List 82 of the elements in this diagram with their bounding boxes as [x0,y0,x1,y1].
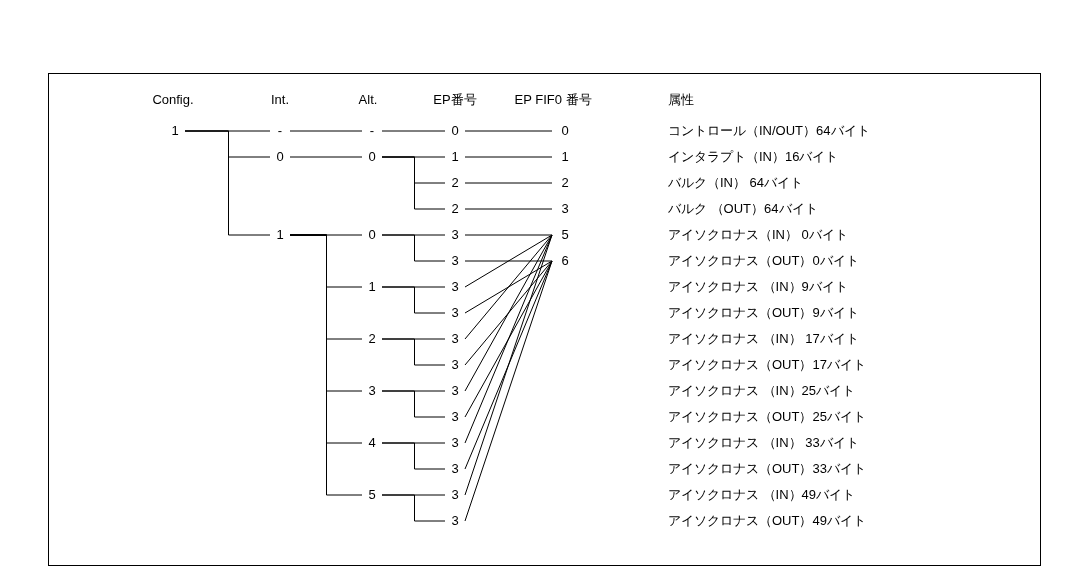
tree-node-label: 3 [445,512,465,530]
tree-node-label: 4 [362,434,382,452]
tree-node-label: 1 [362,278,382,296]
tree-node-label: 3 [445,382,465,400]
attribute-text: アイソクロナス （IN） 33バイト [668,434,859,452]
connector-line [464,260,553,418]
connector-line [289,130,363,132]
tree-node-label: 0 [555,122,575,140]
connector-line [289,156,363,158]
column-header: EP番号 [432,91,478,109]
tree-node-label: 1 [555,148,575,166]
connector-line [464,260,553,262]
connector-line [381,442,446,470]
attribute-text: アイソクロナス（OUT）49バイト [668,512,866,530]
column-header: Int. [269,91,291,109]
attribute-text: バルク（IN） 64バイト [668,174,804,192]
tree-node-label: 1 [445,148,465,166]
attribute-text: アイソクロナス（OUT）9バイト [668,304,859,322]
column-header: Config. [151,91,195,109]
tree-node-label: 1 [270,226,290,244]
column-header: 属性 [668,91,694,109]
connector-line [381,390,446,418]
tree-node-label: 3 [445,278,465,296]
connector-line [464,234,553,340]
connector-line [381,156,446,210]
tree-node-label: 3 [445,486,465,504]
tree-node-label: 3 [445,356,465,374]
tree-node-label: - [270,122,290,140]
tree-node-label: 6 [555,252,575,270]
connector-line [464,130,553,132]
attribute-text: アイソクロナス （IN）25バイト [668,382,856,400]
tree-node-label: 0 [362,148,382,166]
attribute-text: アイソクロナス（OUT）25バイト [668,408,866,426]
column-header: EP FIF0 番号 [513,91,593,109]
tree-node-label: 0 [362,226,382,244]
connector-line [464,156,553,158]
connector-line [464,208,553,210]
attribute-text: アイソクロナス （IN）9バイト [668,278,848,296]
connector-line [381,338,446,366]
tree-node-label: 0 [445,122,465,140]
connector-line [289,234,363,496]
connector-line [464,234,553,392]
connector-line [464,260,553,314]
tree-node-label: 5 [555,226,575,244]
connector-line [464,234,553,288]
attribute-text: インタラプト（IN）16バイト [668,148,839,166]
attribute-text: アイソクロナス （IN）49バイト [668,486,856,504]
attribute-text: アイソクロナス（OUT）33バイト [668,460,866,478]
connector-line [464,260,553,522]
tree-node-label: 3 [445,304,465,322]
tree-node-label: 2 [445,200,465,218]
tree-node-label: 2 [362,330,382,348]
connector-line [184,130,271,236]
tree-node-label: 3 [445,434,465,452]
tree-node-label: 2 [555,174,575,192]
connector-line [464,182,553,184]
attribute-text: アイソクロナス（OUT）0バイト [668,252,859,270]
column-header: Alt. [357,91,379,109]
connector-line [464,260,553,366]
attribute-text: コントロール（IN/OUT）64バイト [668,122,870,140]
tree-node-label: 2 [445,174,465,192]
tree-node-label: 1 [165,122,185,140]
connector-line [381,494,446,522]
connector-line [464,234,553,236]
connector-line [381,286,446,314]
tree-node-label: 3 [362,382,382,400]
attribute-text: アイソクロナス（OUT）17バイト [668,356,866,374]
tree-node-label: 3 [445,252,465,270]
connector-line [464,234,553,496]
connector-line [381,130,446,132]
attribute-text: アイソクロナス （IN） 17バイト [668,330,859,348]
tree-node-label: 3 [445,408,465,426]
tree-node-label: 3 [445,226,465,244]
tree-node-label: 3 [445,460,465,478]
tree-node-label: 5 [362,486,382,504]
tree-node-label: 0 [270,148,290,166]
attribute-text: アイソクロナス（IN） 0バイト [668,226,848,244]
connector-line [381,234,446,262]
attribute-text: バルク （OUT）64バイト [668,200,818,218]
tree-node-label: 3 [445,330,465,348]
tree-node-label: 3 [555,200,575,218]
tree-node-label: - [362,122,382,140]
